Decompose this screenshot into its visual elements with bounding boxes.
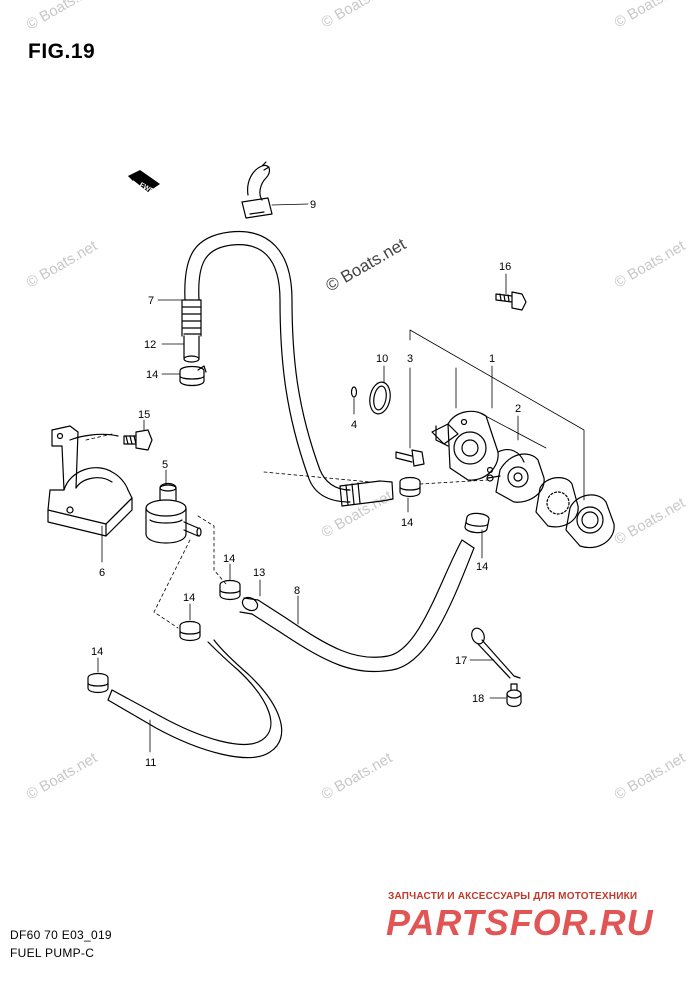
clamp-14b (399, 476, 421, 498)
callout-18: 18 (472, 693, 484, 705)
bolt-3 (395, 449, 425, 467)
fwd-arrow-tag: FWD (128, 170, 160, 196)
callout-14d: 14 (223, 553, 235, 565)
o-ring-10 (369, 381, 391, 415)
watermark: © Boats.net (612, 749, 689, 803)
watermark-main: © Boats.net (323, 234, 410, 295)
cover-gasket-1 (565, 494, 615, 549)
watermark: © Boats.net (319, 749, 396, 803)
clamp-14f (87, 672, 109, 694)
diagram-code: DF60 70 E03_019 (10, 928, 112, 942)
fuel-pump-1 (431, 410, 525, 481)
screw-18 (506, 683, 522, 708)
plate-2 (486, 453, 545, 503)
callout-2: 2 (515, 403, 521, 415)
callout-9: 9 (310, 199, 316, 211)
pin-17 (471, 627, 521, 679)
clamp-14a (179, 365, 207, 387)
callout-14b: 14 (401, 517, 413, 529)
watermark: © Boats.net (24, 237, 101, 291)
figure-title: FIG.19 (28, 40, 96, 63)
callout-14c: 14 (476, 561, 488, 573)
callout-13: 13 (253, 567, 265, 579)
callout-10: 10 (376, 353, 388, 365)
callout-12: 12 (144, 339, 156, 351)
callout-15: 15 (138, 409, 150, 421)
part-clip-9 (241, 161, 273, 219)
hose-8 (239, 539, 475, 673)
bolt-15 (123, 429, 153, 451)
watermark: © Boats.net (319, 0, 396, 31)
watermark: © Boats.net (612, 237, 689, 291)
clamp-14d (219, 579, 241, 601)
clamp-14c (464, 512, 490, 534)
watermark: © Boats.net (24, 749, 101, 803)
callout-17: 17 (455, 655, 467, 667)
callout-11: 11 (145, 757, 156, 769)
callout-14f: 14 (91, 646, 103, 658)
callouts: 1 2 3 4 5 6 7 8 9 10 11 12 13 14 14 14 1… (91, 199, 521, 769)
pipe-12 (183, 335, 200, 363)
callout-7: 7 (148, 295, 154, 307)
callout-3: 3 (407, 353, 413, 365)
callout-14a: 14 (146, 369, 158, 381)
bolt-16 (495, 291, 527, 311)
callout-6: 6 (99, 567, 105, 579)
shop-logo: PARTSFOR.RU (386, 902, 654, 943)
callout-14e: 14 (183, 592, 195, 604)
hose-7 (181, 230, 394, 507)
filter-5 (145, 482, 202, 544)
diagram-name: FUEL PUMP-C (10, 946, 95, 960)
leader-lines (85, 203, 585, 753)
watermark: © Boats.net (612, 0, 689, 31)
callout-8: 8 (294, 585, 300, 597)
clamp-14e (179, 620, 201, 642)
callout-4: 4 (351, 419, 357, 431)
shop-subtitle: ЗАПЧАСТИ И АКСЕССУАРЫ ДЛЯ МОТОТЕХНИКИ (388, 891, 638, 902)
bracket-6 (47, 425, 133, 537)
watermark: © Boats.net (612, 494, 689, 548)
callout-16: 16 (499, 261, 511, 273)
callout-1: 1 (489, 353, 495, 365)
callout-5: 5 (162, 459, 168, 471)
watermark: © Boats.net (319, 487, 396, 541)
watermark: © Boats.net (24, 0, 101, 33)
gasket-2b (535, 477, 579, 528)
hose-11 (107, 639, 283, 759)
ring-4 (350, 386, 358, 398)
watermarks: © Boats.net © Boats.net © Boats.net © Bo… (24, 0, 689, 803)
